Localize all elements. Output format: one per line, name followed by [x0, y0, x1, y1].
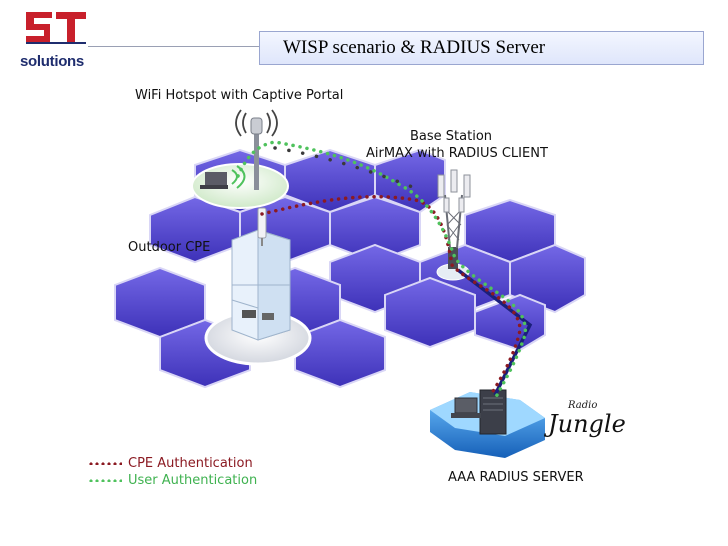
legend-cpe-auth-label: CPE Authentication — [128, 456, 253, 471]
radio-jungle-big-text: Jungle — [548, 410, 626, 438]
red-dots-icon — [88, 462, 122, 465]
st-logo-icon — [26, 12, 86, 44]
slide-title: WISP scenario & RADIUS Server — [283, 37, 546, 58]
hex-tile — [509, 243, 586, 314]
green-dots-icon — [88, 479, 122, 482]
hex-tile — [294, 318, 386, 389]
cpe-auth-path — [260, 194, 522, 395]
header-rule — [88, 46, 288, 47]
base-station-label-1: Base Station — [410, 129, 493, 144]
outdoor-cpe-label: Outdoor CPE — [128, 240, 211, 255]
company-logo: solutions — [20, 8, 90, 70]
building-icon — [231, 229, 291, 341]
hotspot-label: WiFi Hotspot with Captive Portal — [135, 88, 344, 103]
title-bar: WISP scenario & RADIUS Server — [259, 31, 704, 65]
base-station-tower-icon — [436, 169, 471, 281]
wired-link — [456, 268, 533, 396]
legend-user-auth-label: User Authentication — [128, 473, 258, 488]
aaa-server-label: AAA RADIUS SERVER — [448, 470, 584, 485]
aaa-server-icon — [430, 389, 545, 458]
base-station-label-2: AirMAX with RADIUS CLIENT — [366, 146, 548, 161]
legend-user-auth: User Authentication — [88, 473, 257, 488]
laptop-user-icon — [200, 172, 228, 189]
hex-tile — [474, 293, 546, 352]
hex-grid — [114, 148, 586, 389]
logo-text: solutions — [20, 53, 84, 70]
cpe-antenna-icon — [257, 207, 267, 246]
radio-jungle-small-text: Radio — [568, 400, 598, 411]
radio-jungle-logo: Radio Jungle — [548, 400, 628, 450]
hotspot-antenna-icon — [235, 109, 278, 190]
legend-cpe-auth: CPE Authentication — [88, 456, 253, 471]
